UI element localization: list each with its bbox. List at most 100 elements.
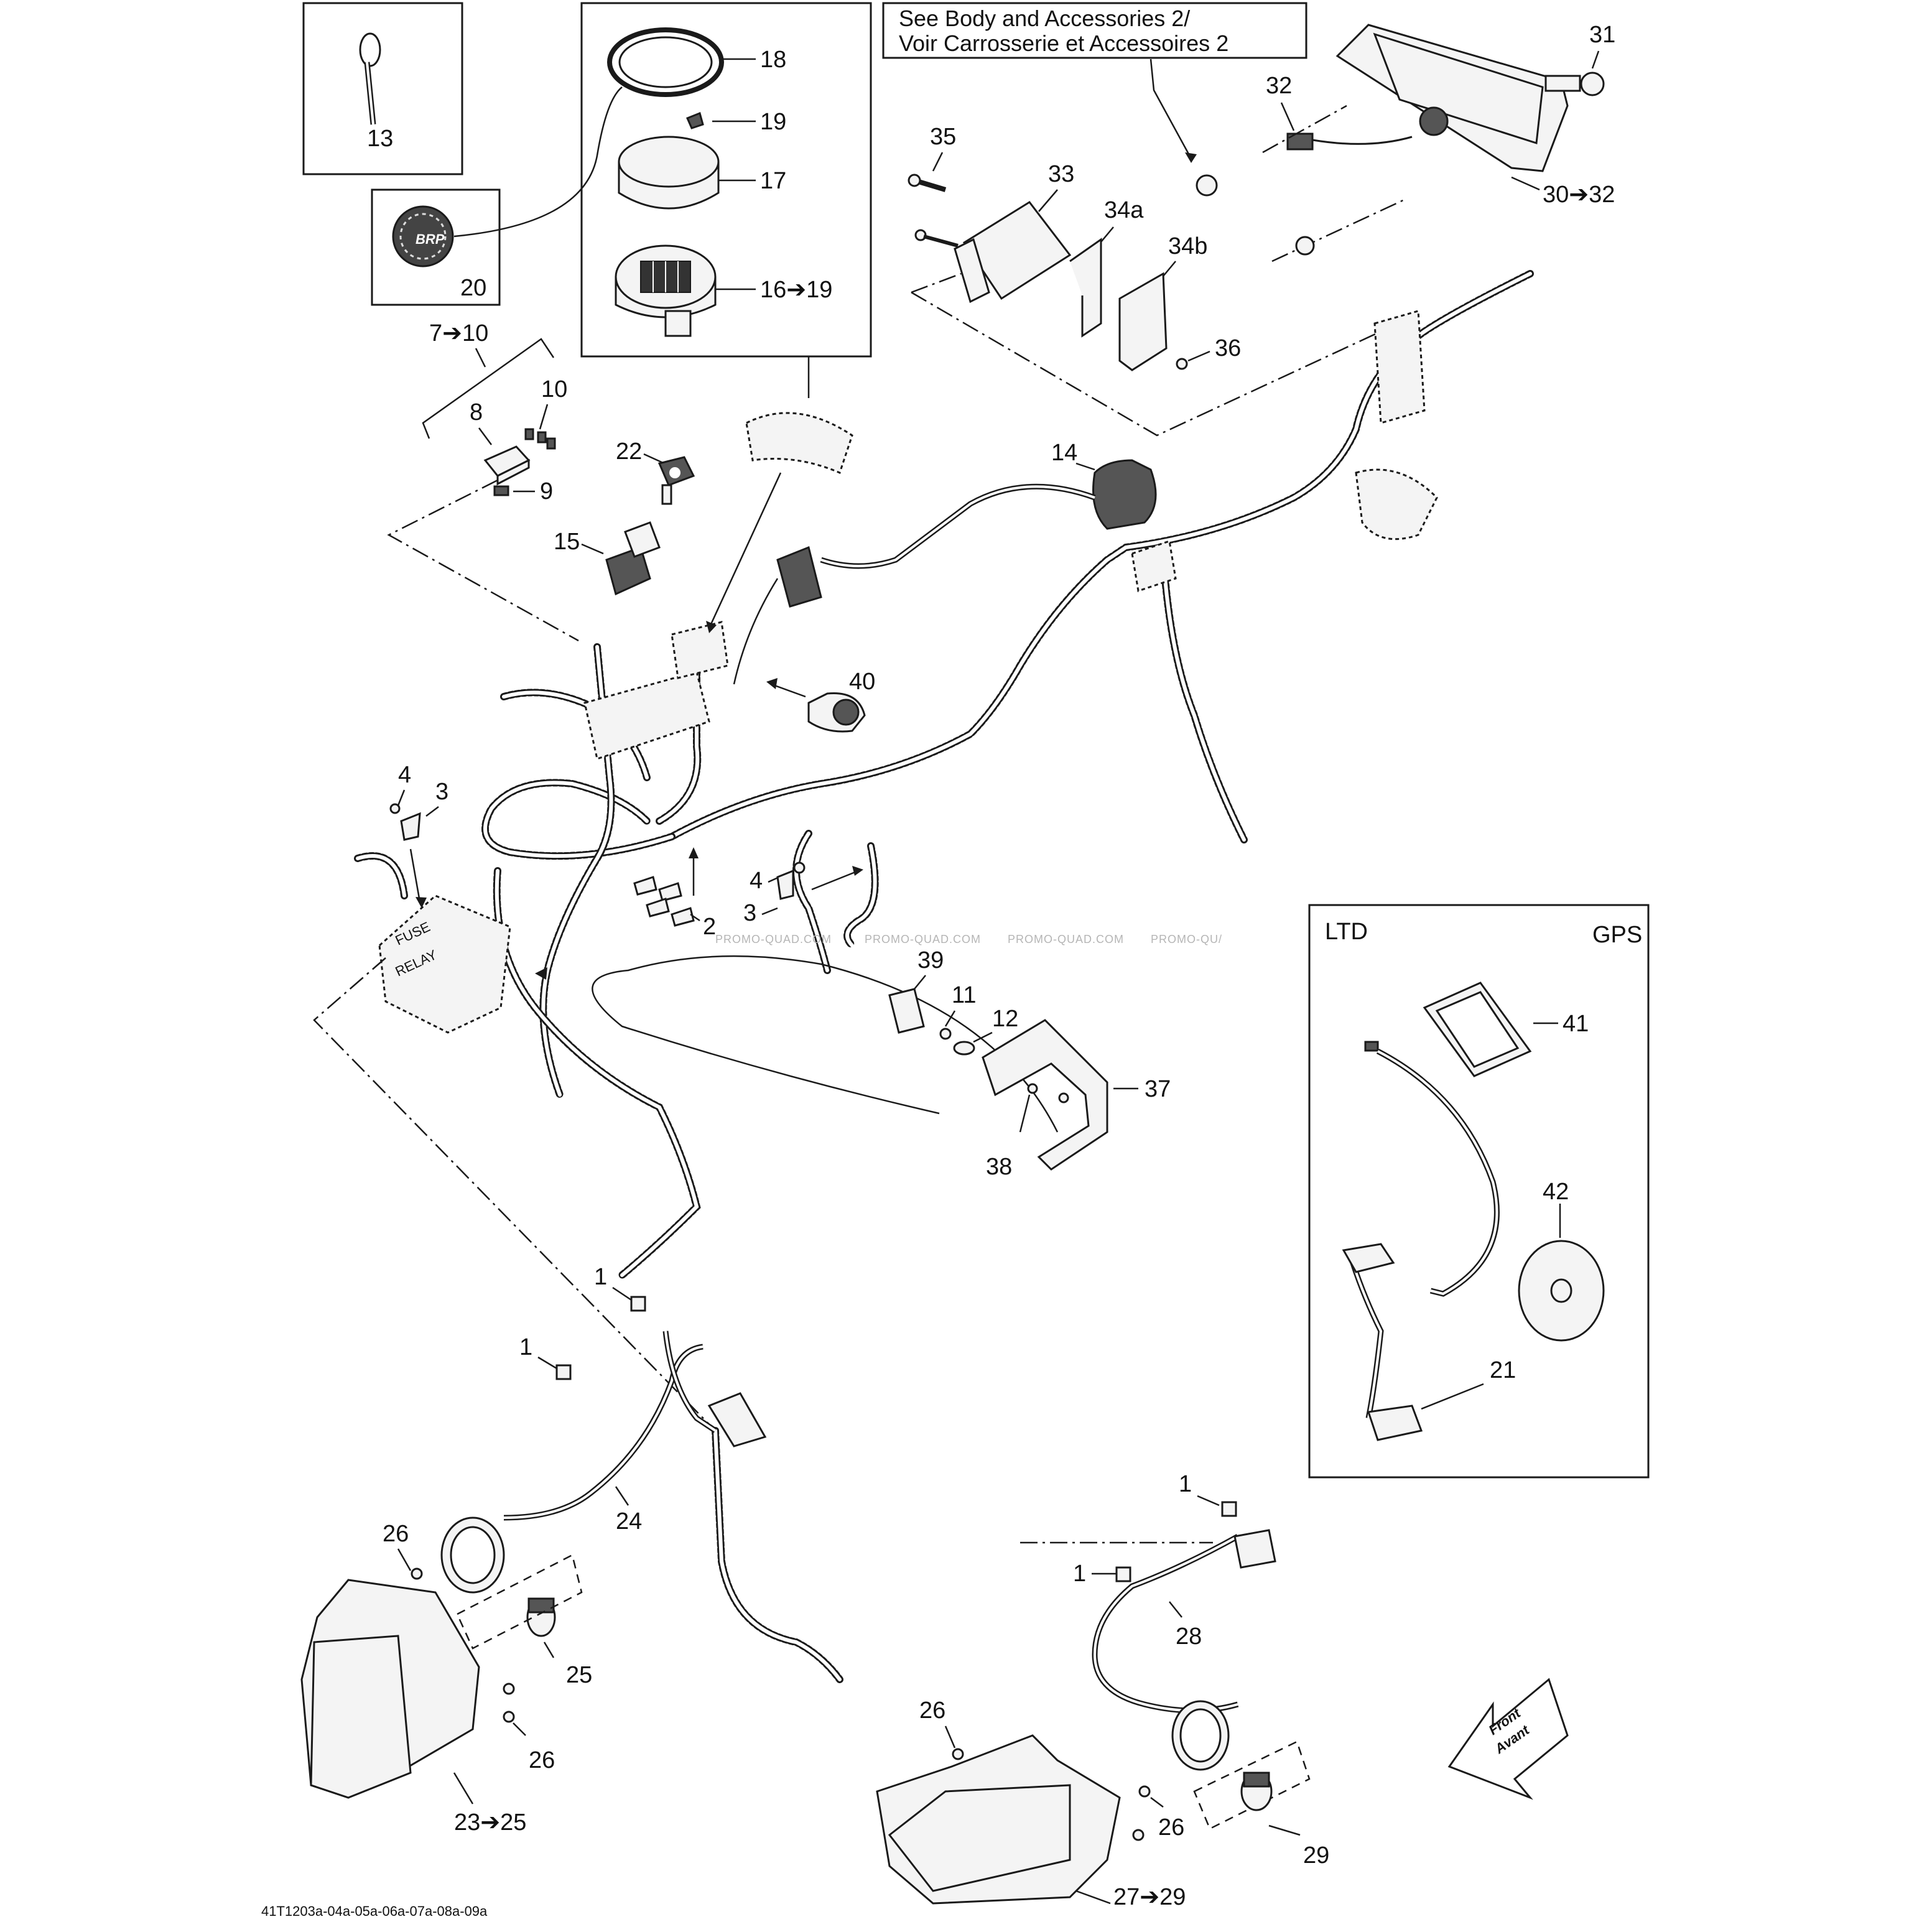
callout-7-10: 7➔10: [429, 320, 488, 346]
gps-box-ltd-label: LTD: [1325, 919, 1368, 945]
part-38-screw-1: [1027, 1083, 1038, 1094]
part-41-gps-unit: [1423, 982, 1532, 1077]
part-1-clip-d: [1115, 1566, 1131, 1582]
part-35-bolt: [908, 174, 947, 192]
part-19-clip: [686, 111, 704, 129]
part-1-clip-c: [1221, 1501, 1237, 1517]
gauge-parts-box: [580, 2, 872, 358]
part-26-screw-a: [411, 1567, 423, 1580]
part-4-screw-top: [389, 803, 401, 814]
cable-tie-box: [302, 2, 463, 175]
callout-21: 21: [1490, 1357, 1516, 1383]
callout-14: 14: [1051, 440, 1077, 466]
part-21-gps-harness: [1342, 1041, 1500, 1441]
callout-16-19: 16➔19: [760, 277, 832, 303]
callout-38: 38: [986, 1154, 1012, 1180]
callout-27-29: 27➔29: [1113, 1884, 1186, 1910]
callout-26-a: 26: [383, 1521, 409, 1547]
part-27-headlight-right: [876, 1734, 1121, 1905]
harness-connector-cluster: [583, 310, 1438, 760]
callout-30-32: 30➔32: [1543, 182, 1615, 208]
part-37-bracket: [982, 1019, 1108, 1171]
callout-26-b: 26: [529, 1747, 555, 1773]
part-26-screw-c: [503, 1711, 515, 1723]
cap-box: [371, 188, 501, 306]
watermark-2: PROMO-QUAD.COM: [865, 933, 981, 945]
callout-34a: 34a: [1104, 197, 1144, 223]
callout-32: 32: [1266, 73, 1292, 99]
callout-35: 35: [930, 124, 956, 150]
part-26-screw-b: [503, 1683, 515, 1695]
callout-31: 31: [1589, 22, 1615, 48]
grommet-2: [1295, 236, 1315, 256]
part-12-washer: [953, 1041, 975, 1056]
callout-11: 11: [952, 982, 976, 1008]
part-23-headlight-left: [300, 1579, 480, 1799]
part-29-bulb-right: [1240, 1772, 1273, 1811]
callout-2: 2: [703, 914, 716, 940]
part-2-clips: [633, 876, 695, 927]
part-26-screw-e: [1138, 1785, 1151, 1798]
front-arrow-icon: Front Avant: [1447, 1678, 1569, 1800]
part-42-cd: [1518, 1240, 1605, 1342]
note-line-2: Voir Carrosserie et Accessoires 2: [899, 30, 1228, 56]
part-3-clamp-mid: [776, 869, 794, 900]
part-10-pins: [524, 428, 556, 450]
callout-13: 13: [367, 126, 393, 152]
callout-12: 12: [992, 1006, 1018, 1032]
part-8-connector: [483, 445, 531, 486]
callout-8: 8: [470, 399, 483, 425]
callout-1-d: 1: [1073, 1561, 1086, 1587]
part-36-screw: [1176, 358, 1188, 370]
part-headlight-ring-right: [1171, 1700, 1230, 1771]
callout-9: 9: [540, 478, 553, 504]
part-1-clip-a: [630, 1296, 646, 1312]
part-headlight-ring-left: [440, 1516, 505, 1594]
callout-17: 17: [760, 168, 786, 194]
drawing-code: 41T1203a-04a-05a-06a-07a-08a-09a: [261, 1903, 488, 1919]
svg-text:BRP: BRP: [416, 231, 445, 247]
callout-24: 24: [616, 1508, 642, 1535]
part-25-bulb-left: [526, 1597, 556, 1637]
part-1-clip-b: [555, 1364, 572, 1380]
callout-4-top: 4: [398, 762, 411, 788]
part-26-screw-d: [952, 1748, 964, 1760]
callout-25: 25: [566, 1662, 592, 1688]
callout-26-d: 26: [1158, 1814, 1184, 1841]
callout-19: 19: [760, 109, 786, 135]
part-39-connector: [888, 988, 925, 1034]
part-38-screw-2: [1058, 1092, 1069, 1103]
callout-1-b: 1: [519, 1334, 532, 1360]
callout-3-top: 3: [435, 779, 448, 805]
part-4-screw-mid: [793, 862, 806, 874]
part-14-switch: [820, 459, 1157, 569]
callout-37: 37: [1145, 1076, 1171, 1102]
callout-15: 15: [554, 529, 580, 555]
part-18-bezel-ring: [607, 27, 724, 97]
grommet-1: [1196, 174, 1218, 197]
part-3-clamp-top: [400, 812, 421, 841]
part-16-gauge-assembly: [615, 244, 717, 337]
callout-1-a: 1: [594, 1264, 607, 1290]
callout-36: 36: [1215, 335, 1241, 361]
note-line-1: See Body and Accessories 2/: [899, 6, 1190, 31]
callout-20: 20: [460, 275, 486, 301]
callout-39: 39: [917, 947, 944, 973]
part-28-harness: [1092, 1529, 1276, 1714]
gps-box: [1308, 904, 1650, 1479]
part-33-module: [914, 201, 1072, 304]
part-30-tail-light: [1335, 24, 1569, 172]
part-31-bulb: [1544, 72, 1605, 96]
watermark-3: PROMO-QUAD.COM: [1008, 933, 1124, 945]
part-26-screw-f: [1132, 1829, 1145, 1841]
callout-22: 22: [616, 439, 642, 465]
callout-4-mid: 4: [750, 868, 763, 894]
callout-41: 41: [1563, 1011, 1589, 1037]
gps-box-gps-label: GPS: [1592, 922, 1642, 948]
callout-18: 18: [760, 47, 786, 73]
part-32-socket: [1286, 106, 1449, 151]
part-9-seal: [493, 485, 509, 496]
callout-10: 10: [541, 376, 567, 402]
part-34b-bracket: [1118, 272, 1168, 371]
